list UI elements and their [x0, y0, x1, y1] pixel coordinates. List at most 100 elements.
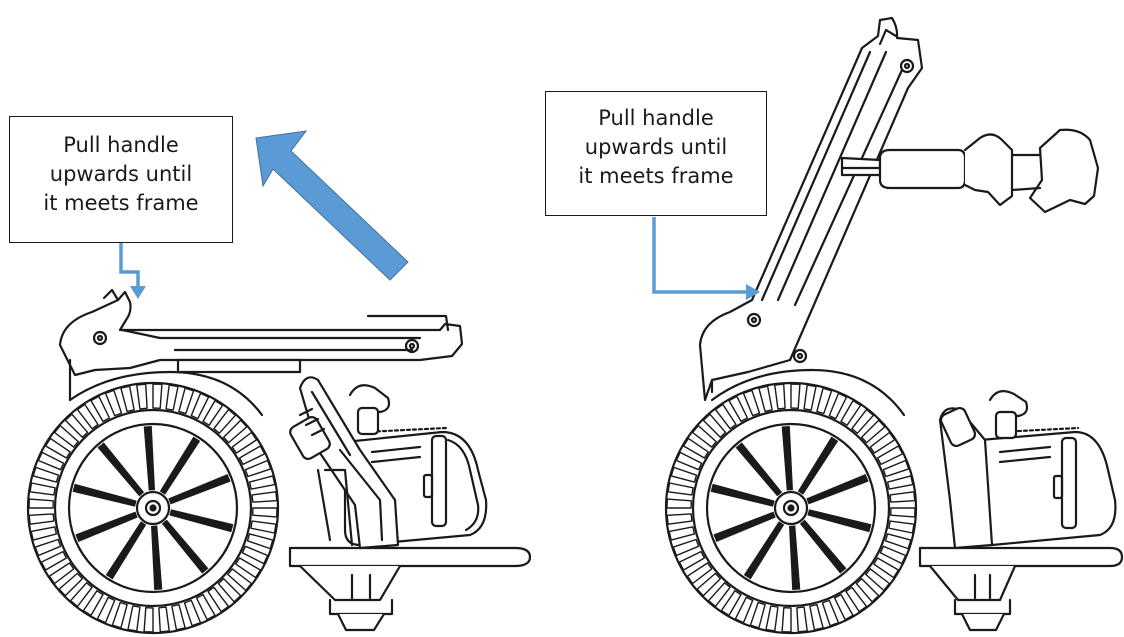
tire-tread-block [178, 387, 195, 415]
tire-tread-block [195, 593, 216, 621]
tire-tread-block [40, 550, 68, 571]
tire-tread-block [231, 431, 258, 454]
right-raised-handle [698, 16, 924, 402]
tire-tread-block [869, 431, 896, 454]
right-callout-line-1: Pull handle [598, 106, 714, 130]
tire-tread-block [707, 582, 731, 608]
tire-tread-block [104, 389, 123, 417]
right-hand-grip [840, 128, 1100, 214]
tire-tread-block [682, 437, 709, 459]
wheel-spoke [799, 519, 847, 574]
left-pointer-arrow-icon [119, 243, 146, 299]
tire-tread-block [670, 466, 698, 483]
tire-tread-block [816, 387, 833, 415]
tire-tread-block [28, 498, 54, 509]
tire-tread-block [48, 562, 75, 585]
tire-tread-block [252, 507, 278, 518]
tire-tread-block [202, 399, 224, 426]
right-motor-housing [978, 426, 1117, 547]
right-controller-post [938, 389, 1029, 550]
tire-tread-block [28, 513, 55, 525]
wheel-spoke [161, 519, 209, 574]
wheel-spoke [168, 474, 231, 505]
tire-tread-block [250, 520, 277, 534]
tire-tread-block [171, 603, 186, 631]
tire-tread-block [888, 520, 915, 534]
tire-tread-block [207, 586, 230, 613]
wheel-spoke [159, 436, 201, 495]
left-controller-post [289, 376, 400, 550]
tire-tread-block [781, 607, 792, 633]
tire-tread-block [82, 590, 104, 617]
tire-tread-block [158, 606, 170, 633]
tire-tread-block [217, 578, 242, 603]
wheel-spoke [143, 426, 155, 491]
tire-tread-block [828, 392, 848, 420]
wheel-spoke [710, 483, 775, 507]
tire-tread-block [32, 466, 60, 483]
tire-tread-block [241, 545, 269, 565]
tire-tread-block [790, 383, 801, 409]
tire-tread-block [235, 557, 262, 579]
tire-tread-block [90, 395, 111, 423]
tire-tread-block [666, 498, 692, 509]
tire-tread-block [691, 424, 717, 448]
tire-tread-block [96, 596, 116, 624]
tire-tread-block [809, 603, 824, 631]
tire-tread-block [64, 413, 89, 438]
right-callout-line-2: upwards until [584, 135, 728, 159]
wheel-spoke [806, 474, 869, 505]
tire-tread-block [111, 601, 128, 629]
tire-tread-block [758, 385, 773, 413]
tire-tread-block [720, 590, 742, 617]
tire-tread-block [861, 419, 886, 444]
left-callout-line-1: Pull handle [63, 133, 179, 157]
tire-tread-block [873, 557, 900, 579]
tire-tread-block [765, 605, 779, 632]
right-callout-line-3: it meets frame [578, 164, 734, 188]
tire-tread-block [666, 513, 693, 525]
tire-tread-block [34, 538, 62, 557]
tire-tread-block [668, 526, 696, 541]
tire-tread-block [865, 568, 891, 592]
tire-tread-block [889, 491, 916, 503]
wheel-spoke [72, 483, 137, 507]
tire-tread-block [667, 482, 694, 496]
left-folded-handle [58, 288, 464, 377]
tire-tread-block [136, 383, 148, 410]
right-wheel [664, 381, 918, 635]
tire-tread-block [840, 399, 862, 426]
left-instruction-callout: Pull handle upwards until it meets frame [9, 116, 233, 243]
wheel-spoke [781, 426, 793, 491]
left-device-folded [26, 288, 532, 635]
tire-tread-block [678, 550, 706, 571]
tire-tread-block [686, 562, 713, 585]
tire-tread-block [702, 413, 727, 438]
tire-tread-block [244, 459, 272, 478]
tire-tread-block [886, 475, 914, 490]
tire-tread-block [44, 437, 71, 459]
tire-tread-block [774, 383, 786, 410]
tire-tread-block [882, 459, 910, 478]
tire-tread-block [672, 538, 700, 557]
tire-tread-block [251, 491, 278, 503]
right-base-platform [918, 546, 1124, 632]
tire-tread-block [749, 601, 766, 629]
wheel-spoke [743, 521, 785, 580]
wheel-spoke [151, 525, 163, 590]
tire-tread-block [821, 599, 840, 627]
wheel-spoke [807, 509, 872, 533]
tire-tread-block [227, 568, 253, 592]
tire-tread-block [213, 408, 237, 434]
tire-tread-block [238, 445, 266, 466]
tire-tread-block [69, 582, 93, 608]
tire-tread-block [120, 385, 135, 413]
tire-tread-block [876, 445, 904, 466]
left-fender [68, 370, 264, 417]
tire-tread-block [165, 384, 179, 411]
right-instruction-callout: Pull handle upwards until it meets frame [545, 91, 767, 216]
left-callout-line-2: upwards until [49, 162, 193, 186]
tire-tread-block [248, 475, 276, 490]
right-device-raised [664, 16, 1124, 635]
